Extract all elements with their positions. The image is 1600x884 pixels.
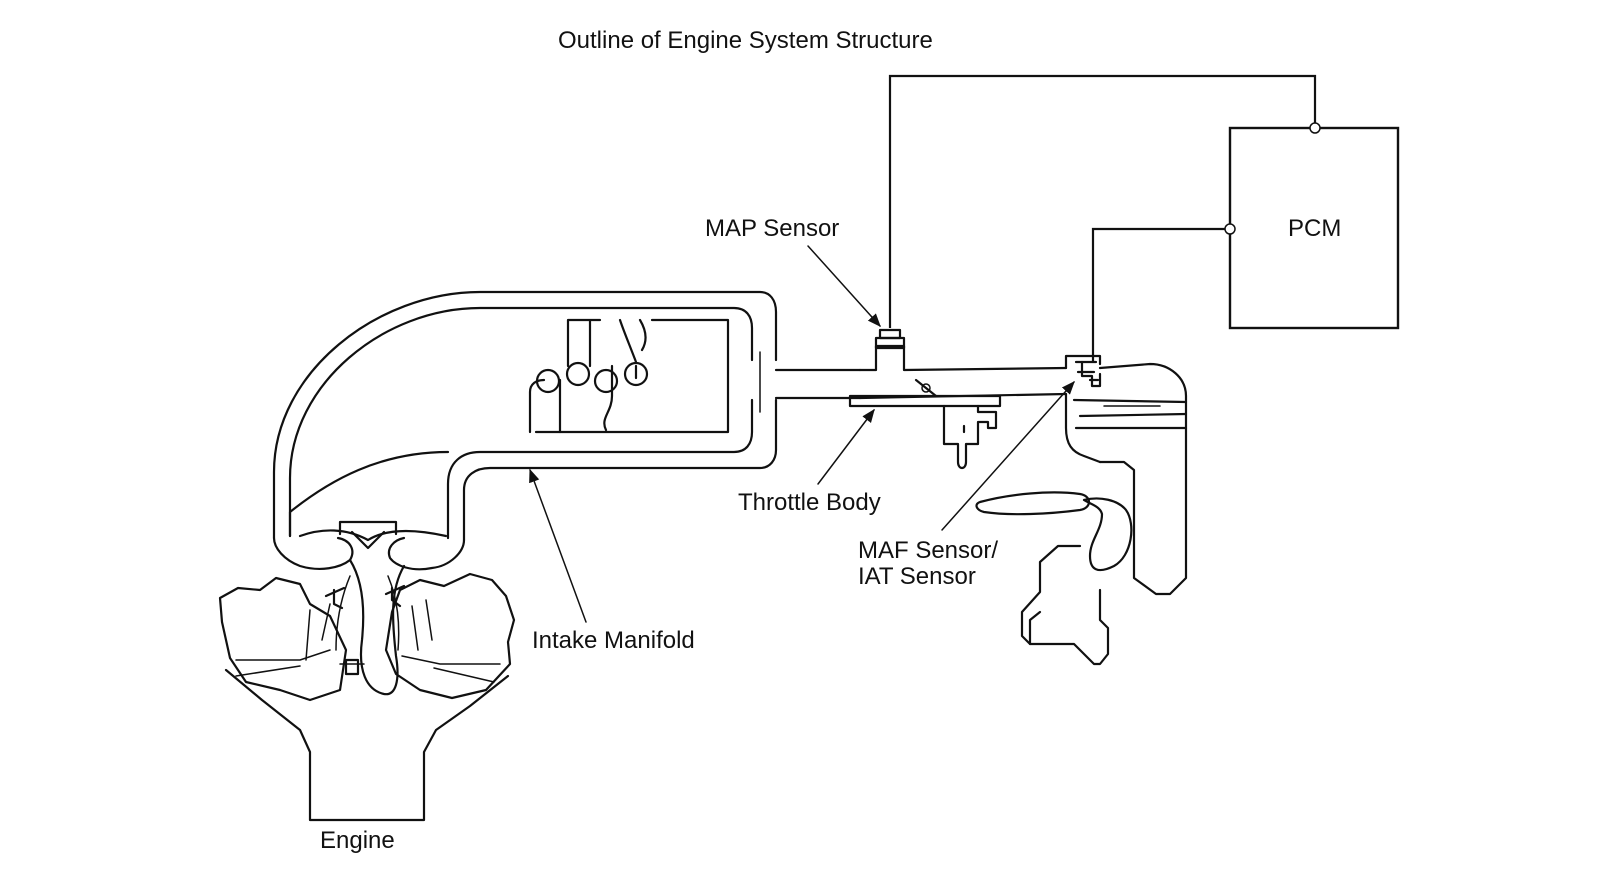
maf-sensor-label: MAF Sensor/	[858, 537, 999, 564]
engine-drawing	[218, 558, 516, 822]
throttle-body-label: Throttle Body	[738, 489, 881, 516]
intake-manifold-drawing	[272, 290, 862, 571]
throttle-body-drawing	[848, 328, 1068, 470]
iat-sensor-label: IAT Sensor	[858, 563, 976, 590]
diagram-title: Outline of Engine System Structure	[558, 27, 933, 54]
leader-arrows	[529, 245, 1075, 623]
engine-label: Engine	[320, 827, 395, 854]
intake-manifold-label: Intake Manifold	[532, 627, 695, 654]
pcm-label: PCM	[1288, 215, 1342, 242]
map-sensor-label: MAP Sensor	[705, 215, 840, 242]
pcm-box	[1228, 126, 1400, 330]
air-cleaner-drawing	[975, 354, 1188, 666]
wiring	[888, 74, 1321, 362]
